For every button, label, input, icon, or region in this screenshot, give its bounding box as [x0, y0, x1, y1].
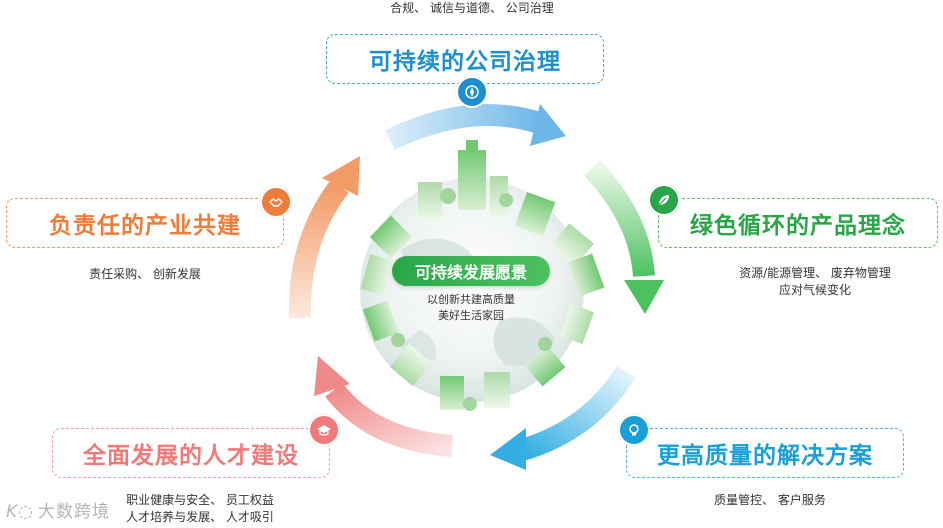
center-vision-title: 可持续发展愿景: [392, 256, 550, 286]
top-subtitle: 合规、 诚信与道德、 公司治理: [390, 1, 554, 15]
cycle-arrow-bottom-right-head: [490, 428, 526, 470]
cycle-arrow-right: [583, 160, 655, 277]
watermark-text: 大数跨境: [37, 502, 110, 522]
pillar-left-bottom-title: 全面发展的人才建设: [52, 428, 330, 478]
compass-icon: [456, 76, 488, 108]
cycle-arrow-top: [385, 104, 546, 150]
right-bottom-subtitle: 质量管控、 客户服务: [714, 493, 826, 507]
watermark-logo-icon: K◌: [6, 502, 34, 522]
cycle-arrow-right-head: [624, 280, 664, 314]
handshake-icon: [260, 186, 292, 218]
right-top-subtitle-1: 资源/能源管理、 废弃物管理: [739, 266, 891, 280]
cycle-arrow-bottom-right: [518, 366, 636, 461]
lightbulb-icon: [618, 414, 650, 446]
cycle-arrow-left: [288, 179, 349, 319]
pillar-top-title: 可持续的公司治理: [326, 34, 604, 84]
leaf-icon: [648, 184, 680, 216]
pillar-left-top-title: 负责任的产业共建: [6, 198, 284, 248]
cycle-arrow-bottom-left: [325, 383, 453, 457]
center-vision-subtitle-1: 以创新共建高质量: [427, 293, 515, 306]
left-top-subtitle: 责任采购、 创新发展: [89, 267, 201, 281]
right-top-subtitle-2: 应对气候变化: [778, 283, 851, 297]
city-skyline: [360, 140, 605, 411]
left-bottom-subtitle-1: 职业健康与安全、 员工权益: [126, 493, 274, 507]
pillar-right-bottom-title: 更高质量的解决方案: [626, 428, 904, 478]
center-vision-subtitle-2: 美好生活家园: [438, 309, 504, 322]
cycle-arrow-bottom-left-head: [314, 356, 350, 396]
pillar-right-top-title: 绿色循环的产品理念: [658, 198, 938, 248]
cycle-arrow-top-head: [530, 104, 566, 146]
cycle-arrow-left-head: [322, 156, 360, 196]
left-bottom-subtitle-2: 人才培养与发展、 人才吸引: [126, 510, 274, 524]
watermark: K◌大数跨境: [6, 497, 110, 522]
graduation-cap-icon: [308, 414, 340, 446]
